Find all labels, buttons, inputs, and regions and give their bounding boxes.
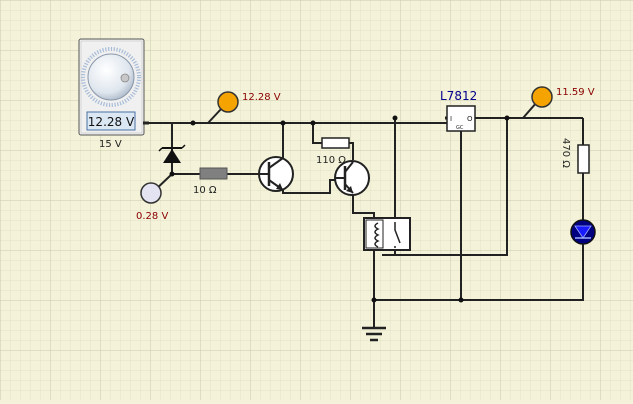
emitter-arrow-icon — [346, 186, 353, 193]
source-rating-label: 15 V — [99, 139, 122, 150]
relay-switch-icon — [394, 222, 401, 248]
relay-coil-icon — [374, 222, 380, 248]
knob-dial[interactable] — [87, 53, 135, 101]
wire-ground-rail — [374, 244, 584, 301]
regulator-pin-out: O — [467, 115, 473, 123]
junction-dot — [458, 297, 464, 303]
junction-dot — [169, 171, 175, 177]
probe-output-reading: 11.59 V — [556, 87, 595, 98]
probe-top-left[interactable] — [217, 91, 239, 113]
knob-indicator-icon — [120, 73, 130, 83]
junction-dot — [504, 115, 510, 121]
base-resistor[interactable] — [199, 167, 228, 180]
regulator-label: L7812 — [440, 89, 477, 103]
diode[interactable] — [158, 144, 186, 163]
junction-dot — [280, 120, 286, 126]
ground-icon — [362, 326, 386, 342]
knob-ticks-icon — [81, 47, 141, 107]
probe-top-left-reading: 12.28 V — [242, 92, 281, 103]
led[interactable] — [570, 219, 596, 246]
transistor-t2[interactable] — [334, 160, 370, 196]
junction-dot — [310, 120, 316, 126]
wire-relay-switch — [394, 118, 508, 256]
probe-output[interactable] — [531, 86, 553, 108]
base-resistor-label: 10 Ω — [193, 185, 217, 196]
voltage-source[interactable]: 12.28 V — [78, 38, 149, 136]
pullup-resistor[interactable] — [321, 137, 350, 149]
regulator-pin-gnd: GC — [456, 125, 464, 131]
diode-icon — [163, 149, 181, 163]
led-resistor-label: 470 Ω — [560, 138, 571, 168]
probe-base-reading: 0.28 V — [136, 211, 168, 222]
junction-dot — [371, 297, 377, 303]
junctions — [169, 115, 510, 303]
probe-base[interactable] — [140, 182, 162, 204]
wire-pullup — [312, 123, 354, 160]
wires — [143, 101, 584, 328]
wire-t2-emitter — [352, 193, 375, 218]
junction-dot — [190, 120, 196, 126]
relay[interactable] — [363, 217, 411, 251]
emitter-arrow-icon — [276, 183, 283, 190]
pullup-resistor-label: 110 Ω — [316, 155, 346, 166]
junction-dot — [392, 115, 398, 121]
source-display-value: 12.28 V — [88, 115, 135, 129]
wire-probe-top-left — [207, 107, 223, 124]
regulator-pin-in: I — [450, 115, 452, 123]
transistor-t1[interactable] — [258, 156, 294, 192]
led-icon — [574, 225, 592, 239]
voltage-regulator[interactable]: I O GC — [445, 105, 476, 132]
led-resistor[interactable] — [577, 144, 590, 174]
source-display — [86, 111, 136, 131]
wire-t1-emitter — [282, 179, 336, 194]
